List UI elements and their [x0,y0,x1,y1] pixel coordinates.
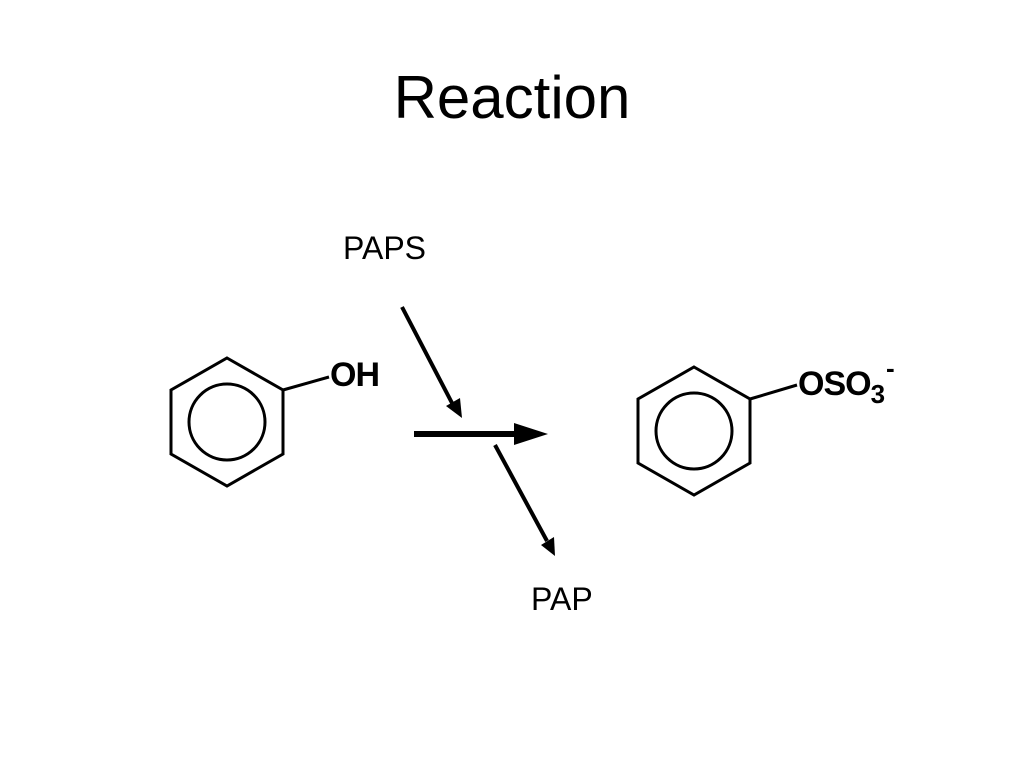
sulfate-group-main: OSO [798,365,872,403]
product-benzene-ring [636,365,752,497]
hydroxyl-group-label: OH [330,356,380,394]
page-title: Reaction [393,64,631,131]
reactant-benzene-ring [169,356,285,488]
sulfate-group-label: OSO3- [798,353,895,409]
pap-label: PAP [531,581,593,617]
product-oso3-bond [749,383,798,401]
sulfate-group-charge: - [886,353,895,383]
pap-arrow [493,444,555,556]
sulfate-group-subscript: 3 [870,379,886,409]
reaction-arrow [414,423,548,445]
reactant-oh-bond [282,375,330,392]
paps-label: PAPS [343,230,426,266]
paps-arrow [400,306,462,418]
